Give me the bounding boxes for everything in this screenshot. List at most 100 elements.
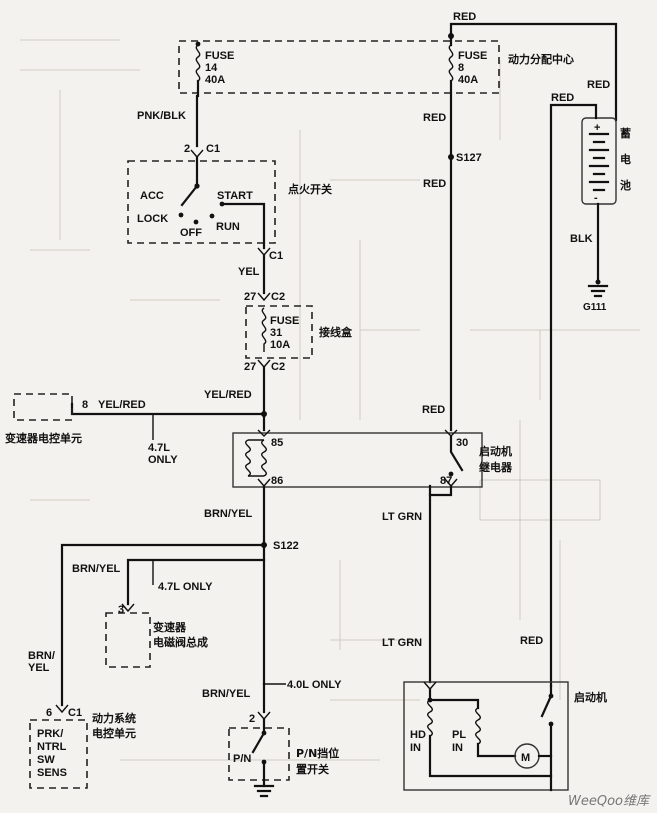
solenoid-label-2: 电磁阀总成 [153, 635, 208, 649]
brn-yel-solenoid-wire [126, 558, 266, 606]
fuse-14-num: 14 [205, 62, 218, 74]
fuse-31-name: FUSE [270, 315, 299, 327]
starter-switch-pivot [548, 693, 554, 699]
ground-symbol [587, 284, 609, 298]
red-wire-top [449, 22, 618, 122]
pcm-box [29, 719, 88, 789]
yel-red-label-v: YEL/RED [204, 389, 252, 401]
brn-label-c: BRN/ [28, 650, 55, 662]
watermark: WeeQoo维库 [568, 794, 649, 809]
in-label-b: IN [452, 742, 463, 754]
off-label: OFF [180, 227, 202, 239]
l47-only-label: 4.7L ONLY [158, 581, 213, 593]
pin-87: 87 [440, 475, 452, 487]
solenoid-label-1: 变速器 [153, 620, 187, 634]
battery-label-1: 蓄 [620, 126, 631, 140]
battery-minus: - [594, 192, 598, 204]
pl-label: PL [452, 729, 466, 741]
pin-27b: 27 [244, 361, 256, 373]
fuse-14-name: FUSE [205, 50, 234, 62]
pn-switch-label-2: 置开关 [296, 762, 329, 776]
g111-label: G111 [583, 302, 607, 313]
power-distribution-center-box [178, 40, 500, 94]
pin-30: 30 [456, 437, 468, 449]
pn-switch-pivot [261, 730, 267, 736]
fuse-31 [261, 307, 267, 352]
red-wire-starter [549, 103, 598, 688]
s127-splice [448, 154, 454, 160]
fuse-31-amp: 10A [270, 339, 290, 351]
fuse-14-amp: 40A [205, 74, 225, 86]
contact-run [209, 213, 215, 219]
c1-mid-label: C1 [269, 250, 283, 262]
pcm-label-2: 电控单元 [92, 726, 136, 740]
hd-label: HD [410, 729, 426, 741]
c2a-connector [257, 292, 271, 302]
battery-label-3: 池 [620, 178, 631, 192]
brn-yel-label-d: BRN/YEL [202, 688, 251, 700]
ntrl-label: NTRL [37, 741, 67, 753]
red-label-a: RED [423, 112, 446, 124]
fuse-8-amp: 40A [458, 74, 478, 86]
pn-switch-label-1: P/N挡位 [296, 746, 339, 760]
sens-label: SENS [37, 767, 67, 779]
s127-label: S127 [456, 152, 482, 164]
power-center-label: 动力分配中心 [508, 52, 574, 66]
fuse-8-name: FUSE [458, 50, 487, 62]
starter-relay-box [232, 432, 483, 488]
c2a-label: C2 [271, 291, 285, 303]
lock-label: LOCK [137, 213, 168, 225]
in-label-a: IN [410, 742, 421, 754]
pin-85-connector [257, 429, 271, 437]
l47-label: 4.7L [148, 442, 170, 454]
yel-label: YEL [238, 266, 260, 278]
tcm-box [13, 393, 73, 421]
fuse-14 [195, 41, 201, 82]
hold-in-return [428, 734, 553, 778]
brn-yel-pcm-wire [60, 543, 266, 707]
red-top-label: RED [453, 11, 476, 23]
pcm-label-1: 动力系统 [92, 711, 136, 725]
contact-lock [178, 212, 184, 218]
starter-label: 启动机 [574, 690, 607, 704]
tcm-label: 变速器电控单元 [5, 431, 82, 445]
yel-label-c: YEL [28, 662, 50, 674]
starter-main-switch [540, 684, 553, 718]
red-battery-label-2: RED [551, 92, 574, 104]
s122-label: S122 [273, 540, 299, 552]
c1-top-pin: 2 [184, 143, 190, 155]
pin-85: 85 [271, 437, 283, 449]
pull-in-feed [428, 698, 480, 710]
background-traces [20, 39, 640, 761]
relay-label-1: 启动机 [479, 444, 512, 458]
pin-6: 6 [46, 707, 52, 719]
red-battery-label: RED [587, 79, 610, 91]
lt-grn-label-b: LT GRN [382, 637, 422, 649]
pnk-blk-wire [195, 79, 200, 148]
brn-yel-label-b: BRN/YEL [72, 563, 121, 575]
relay-coil-frame [248, 439, 264, 477]
fuse-8-num: 8 [458, 62, 464, 74]
battery-cells [588, 132, 610, 192]
red-label-c: RED [422, 404, 445, 416]
prk-label: PRK/ [37, 728, 63, 740]
c2b-label: C2 [271, 361, 285, 373]
relay-contact [448, 471, 454, 477]
run-label: RUN [216, 221, 240, 233]
brn-yel-label-a: BRN/YEL [204, 508, 253, 520]
pull-in-return [476, 742, 517, 758]
ignition-pivot [194, 183, 200, 189]
sw-label: SW [37, 754, 55, 766]
contact-off [193, 219, 199, 225]
starter-box [403, 681, 569, 791]
pin-8: 8 [82, 399, 88, 411]
pin-2: 2 [249, 713, 255, 725]
yel-red-label-h: YEL/RED [98, 399, 146, 411]
motor-label: M [521, 752, 530, 764]
start-label: START [217, 190, 253, 202]
c1-pcm-label: C1 [68, 707, 82, 719]
relay-label-2: 继电器 [479, 460, 513, 474]
ignition-switch-label: 点火开关 [288, 182, 332, 196]
red-label-b: RED [423, 178, 446, 190]
battery-plus: + [594, 122, 600, 134]
